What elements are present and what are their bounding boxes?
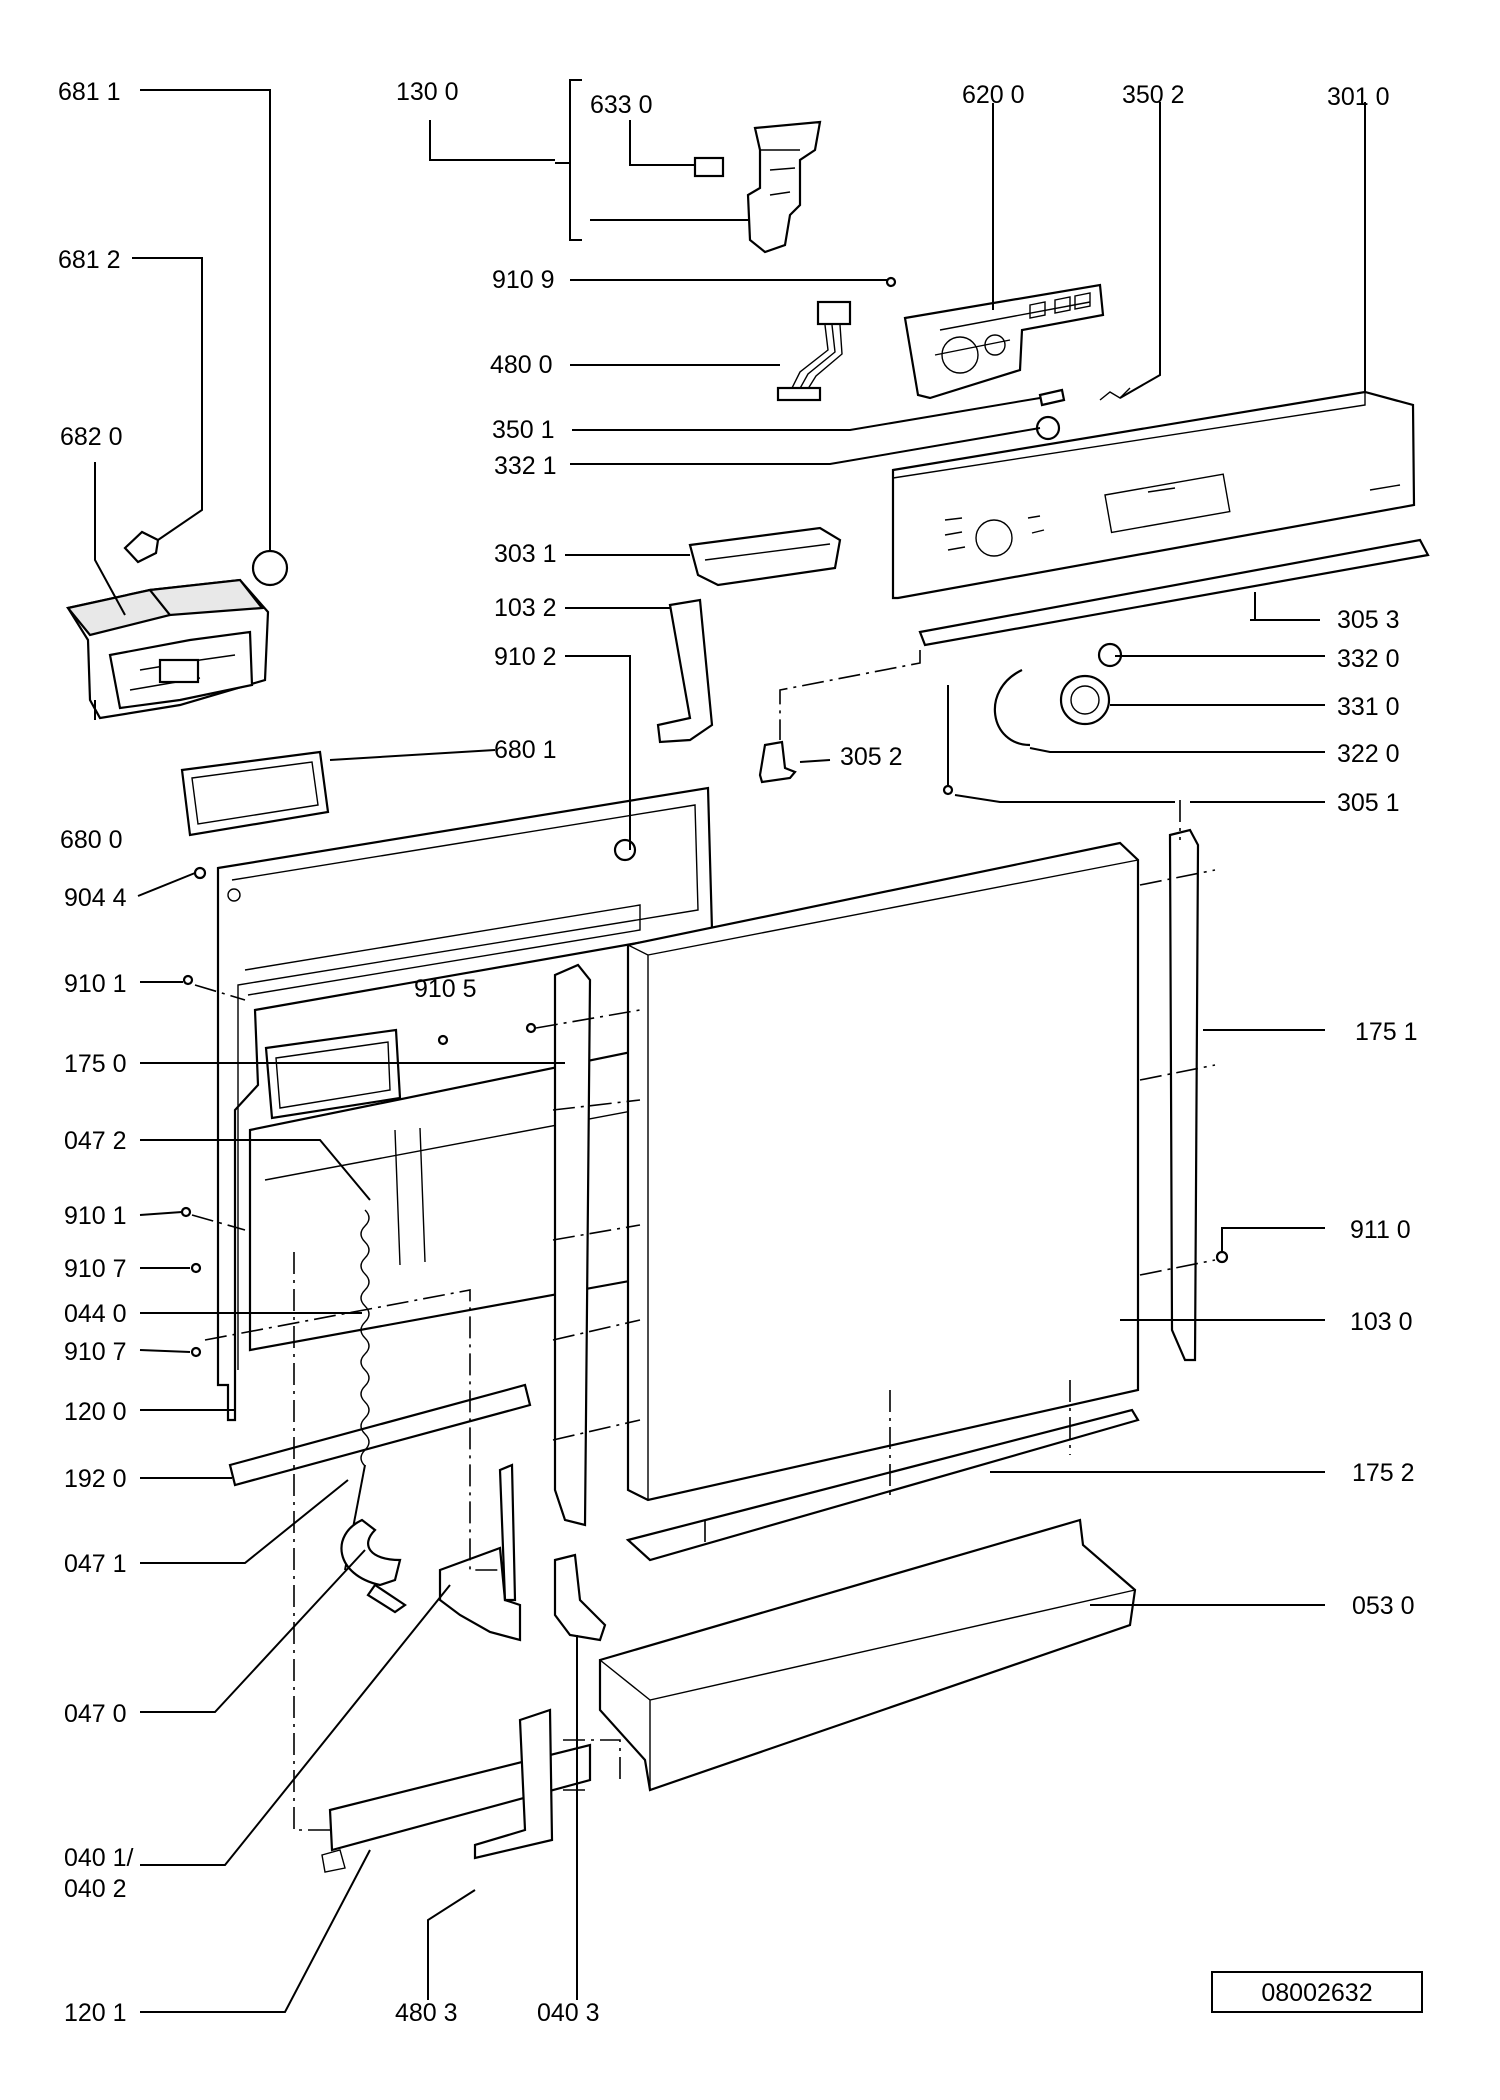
label-1920: 192 0 xyxy=(64,1465,127,1493)
callout-labels: 681 1 130 0 633 0 620 0 350 2 301 0 681 … xyxy=(58,78,1418,2027)
label-3502: 350 2 xyxy=(1122,81,1185,109)
label-6820: 682 0 xyxy=(60,423,123,451)
label-0470: 047 0 xyxy=(64,1700,127,1728)
label-9107b: 910 7 xyxy=(64,1338,127,1366)
part-control-panel-3010 xyxy=(891,390,1416,600)
diagram-code: 08002632 xyxy=(1261,1979,1372,2007)
label-1200: 120 0 xyxy=(64,1398,127,1426)
label-3010: 301 0 xyxy=(1327,83,1390,111)
diagram-code-box xyxy=(1211,1971,1423,2013)
label-3220: 322 0 xyxy=(1337,740,1400,768)
label-3053: 305 3 xyxy=(1337,606,1400,634)
label-9107a: 910 7 xyxy=(64,1255,127,1283)
part-handle-3031 xyxy=(688,526,842,587)
label-6330: 633 0 xyxy=(590,91,653,119)
part-harness-4800 xyxy=(776,300,852,402)
label-6801: 680 1 xyxy=(494,736,557,764)
label-0403: 040 3 xyxy=(537,1999,600,2027)
part-dispenser-680 xyxy=(66,578,270,720)
label-0401: 040 1/ xyxy=(64,1844,134,1872)
part-plug-6811 xyxy=(251,549,289,587)
part-outer-door-1030 xyxy=(626,841,1140,1502)
label-1030: 103 0 xyxy=(1350,1308,1413,1336)
label-3051: 305 1 xyxy=(1337,789,1400,817)
label-9044: 904 4 xyxy=(64,884,127,912)
label-9101a: 910 1 xyxy=(64,970,127,998)
part-plinth-0530 xyxy=(598,1518,1137,1792)
label-0530: 053 0 xyxy=(1352,1592,1415,1620)
label-6811: 681 1 xyxy=(58,78,121,106)
label-0472: 047 2 xyxy=(64,1127,127,1155)
label-6200: 620 0 xyxy=(962,81,1025,109)
label-4803: 480 3 xyxy=(395,1999,458,2027)
label-9110: 911 0 xyxy=(1350,1216,1411,1244)
label-6800: 680 0 xyxy=(60,826,123,854)
label-1032: 103 2 xyxy=(494,594,557,622)
label-1751: 175 1 xyxy=(1355,1018,1418,1046)
label-1750: 175 0 xyxy=(64,1050,127,1078)
label-3052: 305 2 xyxy=(840,743,903,771)
label-0440: 044 0 xyxy=(64,1300,127,1328)
label-3310: 331 0 xyxy=(1337,693,1400,721)
part-gasket-6801 xyxy=(180,750,330,837)
label-9101b: 910 1 xyxy=(64,1202,127,1230)
label-4800: 480 0 xyxy=(490,351,553,379)
leader-lines xyxy=(94,79,1366,2013)
label-3031: 303 1 xyxy=(494,540,557,568)
label-6812: 681 2 xyxy=(58,246,121,274)
label-9109: 910 9 xyxy=(492,266,555,294)
label-1201: 120 1 xyxy=(64,1999,127,2027)
label-9102: 910 2 xyxy=(494,643,557,671)
label-1752: 175 2 xyxy=(1352,1459,1415,1487)
part-door-lock-130 xyxy=(693,120,822,254)
label-9105: 910 5 xyxy=(414,975,477,1003)
label-3321: 332 1 xyxy=(494,452,557,480)
label-0471: 047 1 xyxy=(64,1550,127,1578)
label-0402: 040 2 xyxy=(64,1875,127,1903)
part-clip-6812 xyxy=(123,530,160,564)
label-3501: 350 1 xyxy=(492,416,555,444)
label-1300: 130 0 xyxy=(396,78,459,106)
label-3320: 332 0 xyxy=(1337,645,1400,673)
part-board-6200 xyxy=(903,283,1105,400)
